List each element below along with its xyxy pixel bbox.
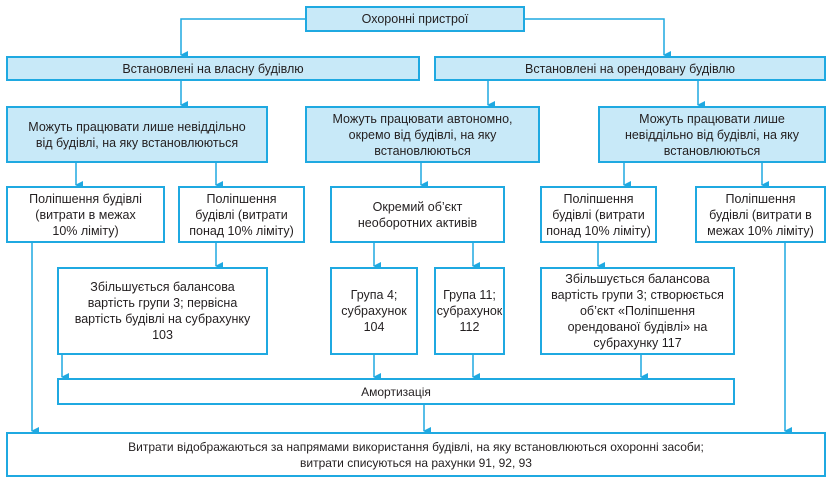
amortization-label: Амортизація — [361, 384, 431, 399]
owned-building-node: Встановлені на власну будівлю — [6, 56, 420, 81]
group4-node: Група 4; субрахунок 104 — [330, 267, 418, 355]
owned-improvement-within-node: Поліпшення будівлі (витрати в межах 10% … — [6, 186, 165, 243]
rented-improvement-within-label: Поліпшення будівлі (витрати в межах 10% … — [707, 191, 814, 238]
group11-node: Група 11; субрахунок 112 — [434, 267, 505, 355]
owned-inseparable-node: Можуть працювати лише невіддільно від бу… — [6, 106, 268, 163]
separate-asset-node: Окремий об’єкт необоротних активів — [330, 186, 505, 243]
owned-improvement-over-node: Поліпшення будівлі (витрати понад 10% лі… — [178, 186, 305, 243]
rented-improvement-over-label: Поліпшення будівлі (витрати понад 10% лі… — [546, 191, 651, 238]
rented-building-node: Встановлені на орендовану будівлю — [434, 56, 826, 81]
autonomous-node: Можуть працювати автономно, окремо від б… — [305, 106, 540, 163]
owned-balance-increase-node: Збільшується балансова вартість групи 3;… — [57, 267, 268, 355]
separate-asset-label: Окремий об’єкт необоротних активів — [357, 199, 478, 230]
owned-improvement-over-label: Поліпшення будівлі (витрати понад 10% лі… — [189, 191, 294, 238]
rented-improvement-within-node: Поліпшення будівлі (витрати в межах 10% … — [695, 186, 826, 243]
rented-inseparable-node: Можуть працювати лише невіддільно від бу… — [598, 106, 826, 163]
owned-balance-increase-label: Збільшується балансова вартість групи 3;… — [74, 280, 251, 342]
rented-building-label: Встановлені на орендовану будівлю — [525, 61, 735, 76]
owned-inseparable-label: Можуть працювати лише невіддільно від бу… — [28, 119, 246, 150]
expenses-node: Витрати відображаються за напрямами вико… — [6, 432, 826, 477]
rented-balance-increase-node: Збільшується балансова вартість групи 3;… — [540, 267, 735, 355]
expenses-line-2: витрати списуються на рахунки 91, 92, 93 — [300, 455, 532, 470]
arrow-root-to-rented — [525, 18, 671, 59]
rented-balance-increase-label: Збільшується балансова вартість групи 3;… — [551, 272, 724, 350]
rented-improvement-over-node: Поліпшення будівлі (витрати понад 10% лі… — [540, 186, 657, 243]
amortization-node: Амортизація — [57, 378, 735, 405]
owned-building-label: Встановлені на власну будівлю — [122, 61, 304, 76]
group11-label: Група 11; субрахунок 112 — [436, 288, 503, 334]
group4-label: Група 4; субрахунок 104 — [341, 288, 407, 334]
root-label: Охоронні пристрої — [361, 12, 469, 26]
expenses-line-1: Витрати відображаються за напрямами вико… — [128, 439, 704, 454]
root-node: Охоронні пристрої — [305, 6, 525, 32]
owned-improvement-within-label: Поліпшення будівлі (витрати в межах 10% … — [29, 191, 142, 238]
autonomous-label: Можуть працювати автономно, окремо від б… — [332, 111, 513, 158]
rented-inseparable-label: Можуть працювати лише невіддільно від бу… — [624, 111, 800, 158]
arrow-root-to-owned — [180, 18, 305, 59]
